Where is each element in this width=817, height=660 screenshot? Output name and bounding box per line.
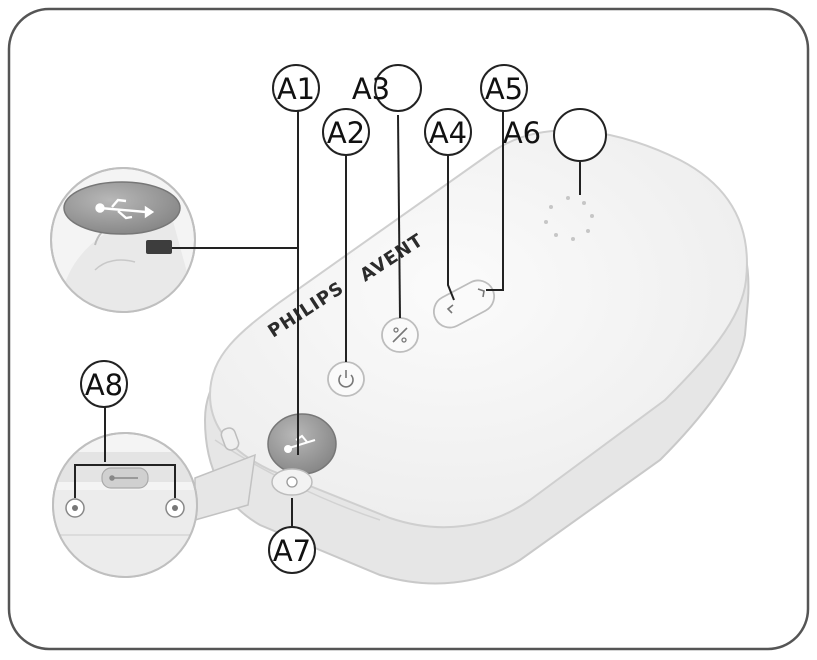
charging-port	[271, 468, 313, 496]
usb-cover	[267, 413, 337, 475]
screw-left	[65, 498, 85, 518]
callout-label-a6: A6	[503, 116, 541, 150]
screw-icon	[72, 505, 78, 511]
callout-a3: A3	[352, 64, 422, 112]
callout-label-a3: A3	[352, 72, 390, 106]
callout-a2: A2	[322, 108, 370, 156]
usb-detail-inset	[50, 167, 298, 313]
intensity-button-pill	[432, 279, 496, 329]
side-port-slot	[220, 427, 240, 451]
power-icon	[338, 370, 354, 388]
callout-label-a2: A2	[327, 116, 365, 150]
mode-icon	[392, 327, 408, 343]
callout-a8: A8	[80, 360, 128, 408]
led-ring-icon	[544, 196, 594, 241]
usb-icon	[95, 198, 155, 220]
callout-label-a1: A1	[277, 72, 315, 106]
callout-a6: A6	[503, 108, 607, 162]
usb-icon	[109, 475, 138, 481]
callout-label-a7: A7	[273, 534, 311, 568]
screw-detail-inset	[52, 432, 256, 578]
usb-cover-flap	[63, 181, 181, 235]
callout-label-a4: A4	[429, 116, 467, 150]
usb-port	[146, 240, 172, 254]
power-button	[327, 361, 365, 397]
callout-label-a5: A5	[485, 72, 523, 106]
mode-button	[381, 317, 419, 353]
callout-label-a8: A8	[85, 368, 123, 402]
screw-right	[165, 498, 185, 518]
breast-pump-motor-unit: PHILIPS AVENT	[203, 129, 750, 585]
charging-port-icon	[286, 476, 298, 488]
callout-a5: A5	[480, 64, 528, 112]
leader-lines	[74, 110, 581, 528]
minus-icon	[446, 304, 454, 314]
callout-a7: A7	[268, 526, 316, 574]
plus-icon	[477, 288, 485, 298]
screw-icon	[172, 505, 178, 511]
callout-a4: A4	[424, 108, 472, 156]
callout-a1: A1	[272, 64, 320, 112]
